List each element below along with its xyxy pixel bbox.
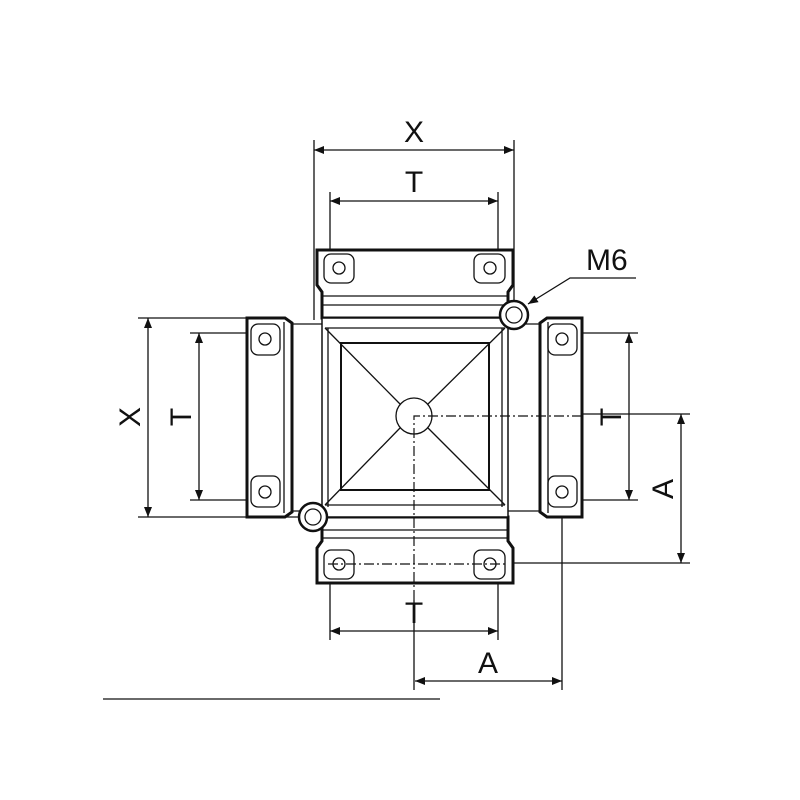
dim-label-right-a: A: [647, 479, 680, 499]
dimension-lines: [144, 146, 685, 685]
thread-label-m6: M6: [586, 244, 628, 277]
bolt-hole: [473, 253, 506, 284]
bolt-hole: [323, 253, 355, 284]
bolt-hole: [473, 549, 506, 580]
bolt-hole: [323, 549, 355, 580]
dim-label-left-x: X: [114, 407, 147, 427]
bolt-holes: [250, 253, 578, 580]
fitting-body: [245, 248, 584, 600]
bolt-hole: [250, 323, 281, 356]
dim-label-left-t: T: [165, 408, 198, 426]
dim-label-bottom-t: T: [405, 597, 423, 630]
bolt-hole: [547, 323, 578, 356]
dim-label-bottom-a: A: [478, 647, 498, 680]
dim-label-top-t: T: [405, 166, 423, 199]
bolt-hole: [250, 475, 281, 508]
dim-label-top-x: X: [404, 116, 424, 149]
dim-label-right-t: T: [595, 408, 628, 426]
m6-ports: [297, 299, 530, 533]
bolt-hole: [547, 475, 578, 508]
